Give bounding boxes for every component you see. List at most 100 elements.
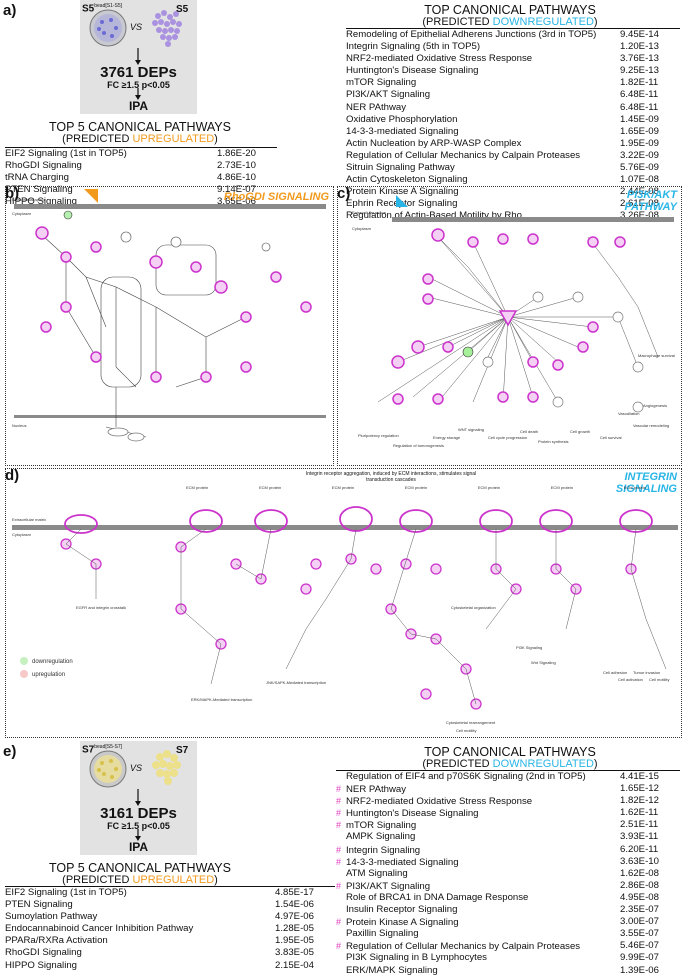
caption-wnt: WNT signaling [458,427,484,432]
pathway-name: 14-3-3-mediated Signaling [346,126,620,138]
p-value: 6.20E-11 [620,843,659,855]
pathway-label: Regulation of Actin-Based Motility by Rh… [346,210,522,222]
pathway-name: PTEN Signaling [5,184,217,196]
pathway-name: RhoGDI Signaling [5,160,217,172]
pathway-name: #14-3-3-mediated Signaling [336,856,620,868]
pathway-label: Sumoylation Pathway [5,911,98,923]
panel-e-down-table: Regulation of EIF4 and p70S6K Signaling … [336,770,680,977]
pathway-label: RhoGDI Signaling [5,160,82,172]
pathway-name: Actin Cytoskeleton Signaling [346,174,620,186]
caption-cell-motility-1: Cell motility [456,728,476,733]
membrane [392,217,674,222]
p-value: 2.15E-04 [275,959,314,971]
pathway-name: Insulin Receptor Signaling [336,904,620,916]
p-value: 1.95E-09 [620,137,659,149]
panel-c-title: PI3K/AKT PATHWAY [624,189,677,213]
p-value: 1.45E-09 [620,113,659,125]
caption-wnt: Wnt Signaling [531,660,556,665]
pathway-label: mTOR Signaling [346,77,417,89]
pathway-label: EIF2 Signaling (1st in TOP5) [5,148,127,159]
caption-cell-activation: Cell activation [618,677,643,682]
p-value: 4.86E-10 [217,172,256,184]
table-row: Regulation of Cellular Mechanics by Calp… [346,150,680,162]
pathway-label: ATM Signaling [346,867,408,879]
table-row: Actin Nucleation by ARP-WASP Complex 1.95… [346,138,680,150]
p-value: 1.39E-06 [620,964,659,976]
p-value: 5.76E-09 [620,162,659,174]
caption-pluripotency: Pluripotency regulation [358,433,399,438]
caption-cell-survival: Cell survival [600,435,622,440]
extracellular-label: Extracellular space [352,210,387,215]
p-value: 9.25E-13 [620,65,659,77]
p-value: 4.41E-15 [620,771,659,782]
panel-b-label: b) [5,185,20,202]
pathway-label: PTEN Signaling [5,899,73,911]
pathway-label: Actin Nucleation by ARP-WASP Complex [346,137,522,149]
p-value: 3.55E-07 [620,928,659,940]
pathway-name: ATM Signaling [336,868,620,880]
caption-cell-motility-2: Cell motility [649,677,669,682]
p-value: 1.62E-11 [620,807,659,819]
table-row: Remodeling of Epithelial Adherens Juncti… [346,29,680,41]
pathway-name: Huntington's Disease Signaling [346,65,620,77]
pathway-label: Endocannabinoid Cancer Inhibition Pathwa… [5,923,194,935]
pathway-name: Role of BRCA1 in DNA Damage Response [336,892,620,904]
pathway-name: Remodeling of Epithelial Adherens Juncti… [346,29,620,41]
integrin-diagram: Extracellular matrix Cytoplasm downregul… [12,506,669,733]
caption-energy: Energy storage [433,435,461,440]
p-value: 1.28E-05 [275,923,314,935]
panel-b-title: RhoGDI SIGNALING [223,191,329,203]
shared-pathway-mark: # [336,941,342,952]
panel-c-box: c) PI3K/AKT PATHWAY Extracellular space … [337,185,682,466]
caption-cell-adhesion: Cell adhesion [603,670,627,675]
pathway-name: Sumoylation Pathway [5,911,275,923]
panel-b-box: b) RhoGDI SIGNALING Extracellular space … [5,185,334,466]
p-value: 3.65E-06 [217,196,256,208]
shared-pathway-mark: # [336,917,342,928]
shared-pathway-mark: # [336,820,342,831]
p-value: 1.65E-09 [620,125,659,137]
pathway-label: PI3K/AKT Signaling [346,89,431,101]
bead-label: S5 [82,3,95,15]
panel-a-illustration [89,9,182,100]
ecm-label: ECM protein [331,485,355,490]
panel-e-label: e) [3,743,17,760]
p-value: 2.44E-08 [620,186,659,198]
p-value: 1.95E-05 [275,935,314,947]
panel-d-title-line1: INTEGRIN [624,471,677,483]
membrane [14,204,326,209]
panel-d-label: d) [5,467,20,484]
pathway-name: #Protein Kinase A Signaling [336,916,620,928]
caption-vasodilation: Vasodilation [618,411,640,416]
up-title-pre: (PREDICTED [62,874,133,886]
criteria: FC ≥1.5 p<0.05 [107,80,170,90]
table-row: Integrin Signaling (5th in TOP5)1.20E-13 [346,41,680,53]
down-title-post: ) [593,16,598,28]
deps-count: 3161 DEPs [100,805,177,822]
pathway-label: NER PAthway [346,101,407,113]
caption-cytoskeletal-rearr: Cytoskeletal rearrangement [446,720,496,725]
pathway-label: NER PAthway [346,784,407,796]
caption-egfr: EGFR and integrin crosstalk [76,605,126,610]
tool-label: IPA [128,99,149,113]
pathway-label: tRNA Charging [5,172,69,184]
bead-label-sup: bead[S5-S7] [94,744,123,750]
caption-cell-death: Cell death [520,429,538,434]
p-value: 1.62E-08 [620,867,659,879]
p-value: 4.95E-08 [620,891,659,903]
caption-erk: ERK/MAPK-Mediated transcription [191,697,252,702]
panel-d-box: d) INTEGRIN SIGNALING Integrin receptor … [5,467,682,738]
up-title-line1: TOP 5 CANONICAL PATHWAYS [49,120,231,134]
pathway-label: Sitruin Signaling Pathway [346,162,455,174]
pathway-name: Protein Kinase A Signaling [346,186,620,198]
pathway-name: Paxillin Signaling [336,928,620,940]
pathway-name: Integrin Signaling (5th in TOP5) [346,41,620,53]
p-value: 3.93E-11 [620,831,659,843]
pathway-name: #NRF2-mediated Oxidative Stress Response [336,795,620,807]
